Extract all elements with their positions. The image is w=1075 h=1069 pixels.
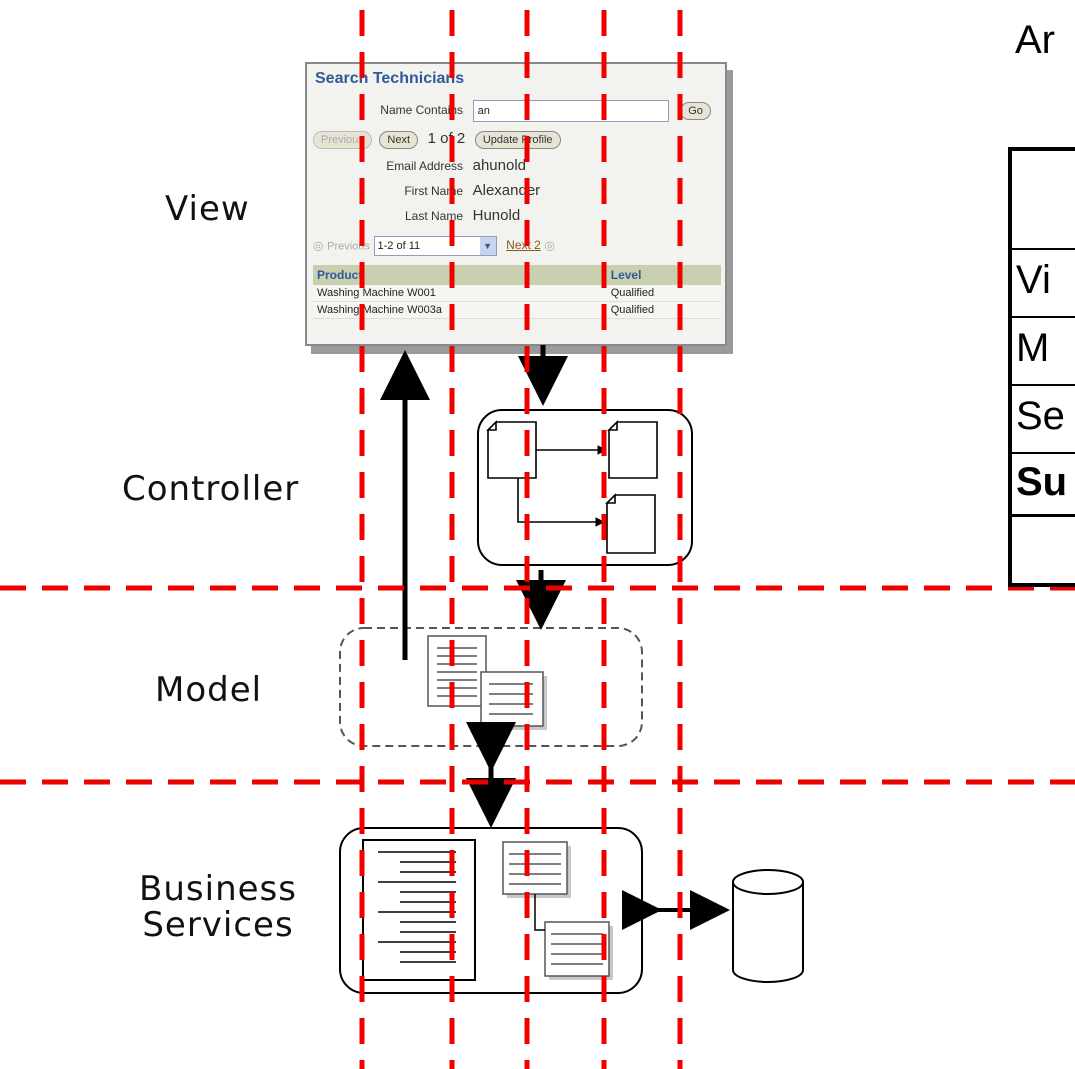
pager-next-link[interactable]: Next 2	[506, 238, 541, 253]
column-header-level: Level	[606, 265, 721, 285]
table-divider	[1008, 316, 1075, 318]
pager-previous-link[interactable]: Previous	[327, 240, 370, 253]
last-name-value: Hunold	[472, 207, 521, 224]
screen-title: Search Technicians	[315, 70, 465, 87]
record-counter: 1 of 2	[427, 130, 466, 147]
flow-arrows	[380, 345, 730, 930]
database-icon	[732, 869, 804, 983]
first-name-label: First Name	[404, 184, 463, 198]
model-box	[339, 627, 643, 747]
table-divider	[1008, 514, 1075, 517]
comparison-table-partial	[1008, 147, 1075, 587]
first-name-value: Alexander	[472, 182, 541, 199]
table-divider	[1008, 248, 1075, 250]
pager-previous-icon: ◎	[313, 238, 324, 253]
table-cell: Qualified	[606, 285, 721, 302]
search-technicians-screen: Search Technicians Name Contains an Go P…	[305, 62, 727, 346]
column-header-product: Product	[313, 265, 607, 285]
table-row: Washing Machine W001 Qualified	[313, 285, 721, 302]
table-row-label: Vi	[1016, 258, 1051, 302]
table-divider	[1008, 384, 1075, 386]
table-cell: Qualified	[606, 301, 721, 319]
controller-flow-box	[477, 409, 693, 566]
next-button[interactable]: Next	[379, 131, 419, 149]
go-button[interactable]: Go	[680, 102, 711, 121]
name-contains-input[interactable]: an	[472, 100, 669, 122]
business-services-box	[339, 827, 643, 994]
slide-title-partial: Ar	[1015, 18, 1055, 62]
name-contains-label: Name Contains	[380, 103, 463, 118]
range-select[interactable]: 1-2 of 11 ▼	[373, 236, 497, 256]
previous-button[interactable]: Previous	[313, 131, 372, 149]
table-divider	[1008, 452, 1075, 454]
chevron-down-icon: ▼	[479, 237, 496, 255]
table-row-label: M	[1016, 326, 1050, 370]
range-select-value: 1-2 of 11	[377, 240, 421, 252]
table-cell: Washing Machine W001	[313, 285, 607, 302]
pager-next-icon: ◎	[544, 238, 555, 253]
view-layer-label: View	[165, 189, 250, 229]
last-name-label: Last Name	[404, 209, 463, 223]
product-table: Product Level Washing Machine W001 Quali…	[313, 265, 721, 319]
table-row-label: Su	[1016, 460, 1068, 504]
business-services-layer-label: Business Services	[139, 869, 297, 945]
update-profile-button[interactable]: Update Profile	[474, 131, 561, 149]
model-layer-label: Model	[155, 670, 263, 710]
email-address-value: ahunold	[472, 157, 527, 174]
email-address-label: Email Address	[386, 159, 463, 173]
table-row-label: Se	[1016, 394, 1065, 438]
controller-layer-label: Controller	[122, 469, 300, 509]
table-row: Washing Machine W003a Qualified	[313, 301, 721, 319]
table-cell: Washing Machine W003a	[313, 301, 607, 319]
